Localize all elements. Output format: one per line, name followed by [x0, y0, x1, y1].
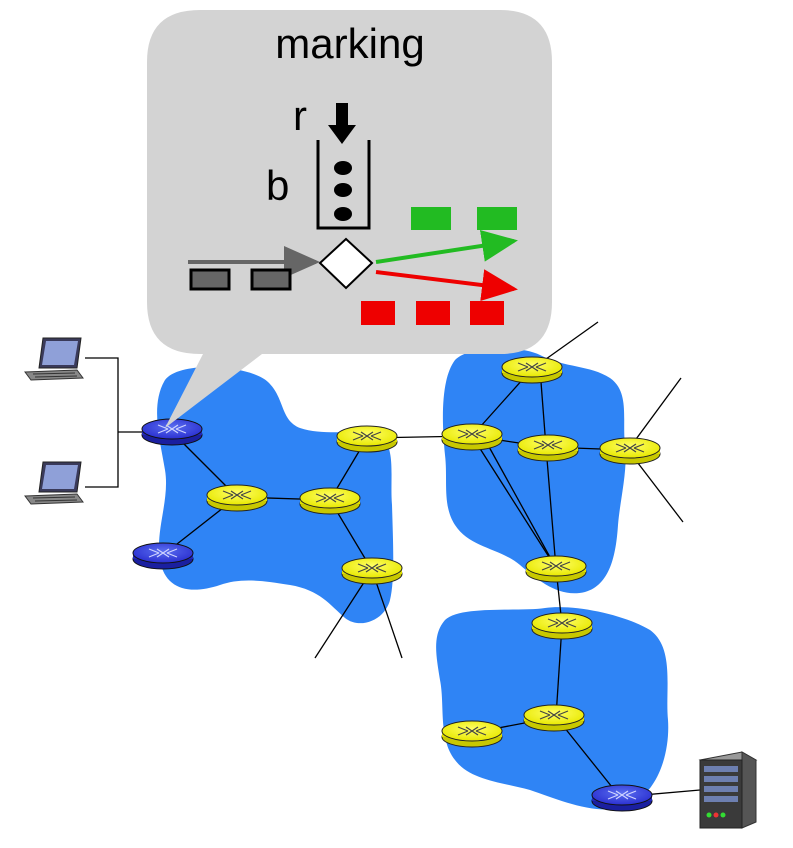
marker-diamond-icon	[318, 237, 374, 290]
router-icon	[523, 704, 585, 732]
router-icon	[299, 487, 361, 515]
nonconforming-packet	[416, 301, 450, 325]
router-icon	[599, 437, 661, 465]
router-icon	[531, 612, 593, 640]
callout-title: marking	[275, 20, 425, 67]
network-cloud-left	[157, 367, 394, 624]
server-icon	[698, 751, 758, 829]
edge-router-icon	[141, 418, 203, 446]
desktop-computer-icon	[24, 461, 84, 505]
nonconforming-packet	[470, 301, 504, 325]
network-cloud-right-top	[442, 348, 626, 594]
conforming-arrow	[375, 229, 518, 264]
edge-router-icon	[591, 784, 653, 812]
router-icon	[441, 423, 503, 451]
router-icon	[441, 720, 503, 748]
input-packet	[189, 268, 231, 291]
router-icon	[336, 425, 398, 453]
conforming-packet	[411, 207, 451, 230]
router-icon	[501, 356, 563, 384]
nonconforming-arrow	[375, 269, 518, 301]
router-icon	[206, 484, 268, 512]
callout-bubble	[147, 10, 552, 428]
edge-router-icon	[132, 542, 194, 570]
desktop-computer-icon	[24, 337, 84, 381]
conforming-packet	[477, 207, 517, 230]
nonconforming-packet	[361, 301, 395, 325]
router-icon	[341, 557, 403, 585]
token-rate-arrow-icon	[328, 103, 356, 144]
leaky-bucket-icon	[316, 140, 371, 230]
router-icon	[517, 434, 579, 462]
router-icon	[525, 555, 587, 583]
input-packet	[250, 268, 292, 291]
rate-label: r	[293, 92, 307, 139]
bucket-label: b	[266, 162, 290, 209]
